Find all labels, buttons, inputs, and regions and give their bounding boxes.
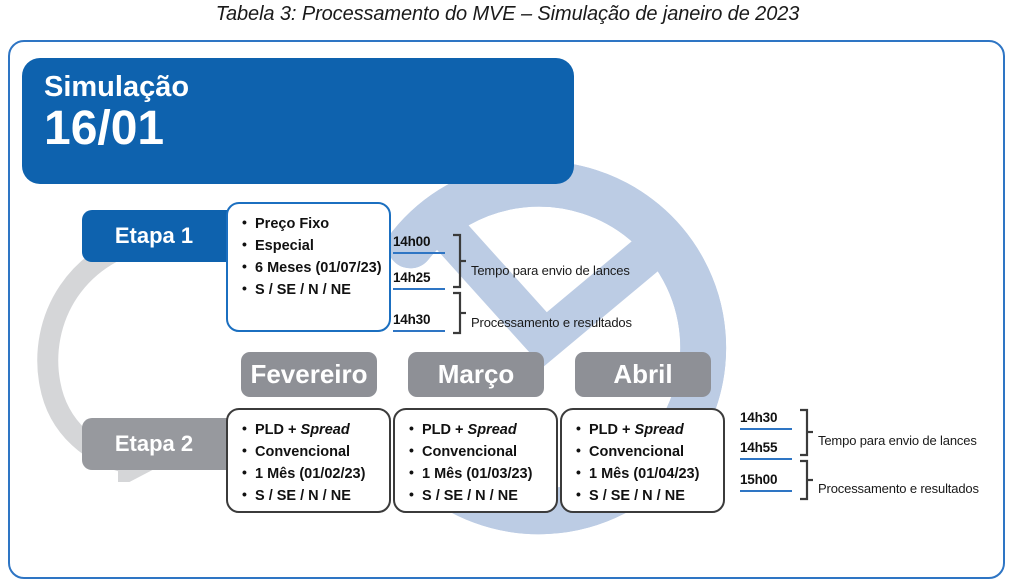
list-item-text: PLD + [422, 422, 468, 438]
time-label: 14h25 [393, 270, 431, 285]
list-item-emphasis: Spread [634, 422, 684, 438]
list-item-text: S / SE / N / NE [255, 488, 351, 505]
diagram-frame: Simulação 16/01 Etapa 1 Preço Fixo Espec… [8, 40, 1005, 579]
month-header-marco[interactable]: Março [408, 352, 544, 397]
stage-pill-etapa-2[interactable]: Etapa 2 [82, 418, 250, 470]
time-entry: 14h25 [393, 271, 445, 290]
month-card-fevereiro: PLD + Spread Convencional 1 Mês (01/02/2… [226, 408, 391, 513]
list-item-text: 1 Mês (01/02/23) [255, 466, 366, 483]
list-item: 1 Mês (01/04/23) [576, 462, 713, 485]
list-item: S / SE / N / NE [409, 484, 546, 507]
bracket-icon [453, 233, 466, 335]
list-item-text: 1 Mês (01/04/23) [589, 466, 700, 483]
time-rule [740, 489, 792, 492]
stage-pill-etapa-1[interactable]: Etapa 1 [82, 210, 250, 262]
bracket-label-processing: Processamento e resultados [818, 481, 979, 496]
month-header-abril[interactable]: Abril [575, 352, 711, 397]
list-item: Especial [242, 234, 379, 257]
list-item-emphasis: Spread [300, 422, 350, 438]
list-item: 6 Meses (01/07/23) [242, 256, 382, 279]
list-item: S / SE / N / NE [242, 278, 379, 301]
month-card-list: PLD + Spread Convencional 1 Mês (01/03/2… [409, 418, 546, 507]
simulation-header: Simulação 16/01 [22, 58, 574, 184]
list-item: 1 Mês (01/03/23) [409, 462, 546, 485]
month-card-marco: PLD + Spread Convencional 1 Mês (01/03/2… [393, 408, 558, 513]
list-item-text: Preço Fixo [255, 216, 330, 232]
time-rule [393, 251, 445, 254]
month-header-fevereiro[interactable]: Fevereiro [241, 352, 377, 397]
time-label: 15h00 [740, 472, 778, 487]
list-item-text: S / SE / N / NE [422, 488, 518, 505]
month-card-list: PLD + Spread Convencional 1 Mês (01/02/2… [242, 418, 379, 507]
list-item: Preço Fixo [242, 212, 379, 235]
time-entry: 14h30 [393, 313, 445, 332]
time-label: 14h00 [393, 234, 431, 249]
time-entry: 14h30 [740, 411, 792, 430]
list-item-text: Convencional [422, 444, 518, 461]
list-item-text: PLD + [255, 422, 301, 438]
month-card-list: PLD + Spread Convencional 1 Mês (01/04/2… [576, 418, 713, 507]
list-item-text: 1 Mês (01/03/23) [422, 466, 533, 483]
time-entry: 14h00 [393, 235, 445, 254]
list-item: Convencional [409, 440, 546, 463]
figure-caption: Tabela 3: Processamento do MVE – Simulaç… [215, 3, 800, 25]
list-item-text: Convencional [255, 444, 351, 461]
list-item: Convencional [576, 440, 713, 463]
simulation-date: 16/01 [44, 102, 165, 156]
time-label: 14h30 [740, 410, 778, 425]
list-item: S / SE / N / NE [242, 484, 379, 507]
bracket-label-bidding: Tempo para envio de lances [818, 433, 977, 448]
list-item: PLD + Spread [576, 418, 713, 441]
time-entry: 14h55 [740, 441, 792, 460]
list-item-text: 6 Meses (01/07/23) [255, 260, 382, 277]
time-rule [393, 329, 445, 332]
list-item-text: S / SE / N / NE [255, 282, 351, 299]
list-item-text: Convencional [589, 444, 685, 461]
bracket-label-bidding: Tempo para envio de lances [471, 263, 630, 278]
stage-card-list: Preço Fixo Especial 6 Meses (01/07/23) S… [242, 212, 382, 301]
list-item-text: Especial [255, 238, 314, 255]
time-rule [740, 457, 792, 460]
bracket-icon [800, 408, 813, 501]
time-rule [740, 427, 792, 430]
time-entry: 15h00 [740, 473, 792, 492]
list-item-emphasis: Spread [467, 422, 517, 438]
month-card-abril: PLD + Spread Convencional 1 Mês (01/04/2… [560, 408, 725, 513]
list-item: S / SE / N / NE [576, 484, 713, 507]
list-item: Convencional [242, 440, 379, 463]
time-label: 14h55 [740, 440, 778, 455]
list-item: 1 Mês (01/02/23) [242, 462, 379, 485]
time-label: 14h30 [393, 312, 431, 327]
time-rule [393, 287, 445, 290]
list-item-text: PLD + [589, 422, 635, 438]
list-item-text: S / SE / N / NE [589, 488, 685, 505]
bracket-label-processing: Processamento e resultados [471, 315, 632, 330]
stage-card-etapa-1: Preço Fixo Especial 6 Meses (01/07/23) S… [226, 202, 391, 332]
list-item: PLD + Spread [242, 418, 379, 441]
list-item: PLD + Spread [409, 418, 546, 441]
simulation-title: Simulação [44, 71, 190, 103]
